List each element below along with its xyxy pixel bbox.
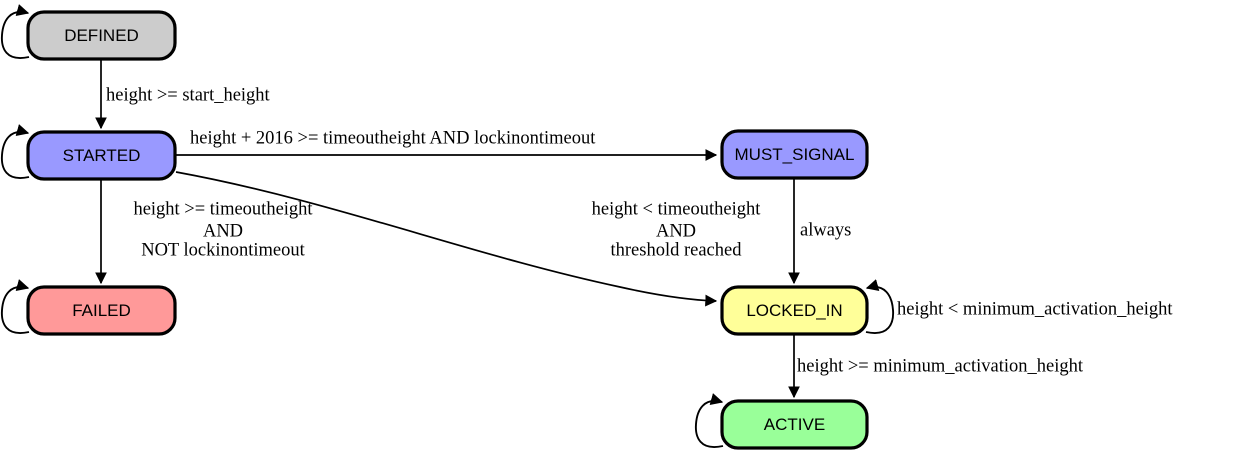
node-must-signal-shape[interactable] [720,129,869,180]
edge-label-started-to-failed-line1: height >= timeoutheight [133,199,313,219]
edge-label-started-to-failed-line2: AND [203,221,243,241]
node-started-shape[interactable] [26,130,177,181]
node-failed[interactable]: FAILED [26,285,177,336]
node-started-label: STARTED [63,146,141,165]
node-active-label: ACTIVE [764,415,825,434]
node-active[interactable]: ACTIVE [720,399,869,450]
edge-label-started-to-must-signal: height + 2016 >= timeoutheight AND locki… [190,128,596,148]
edge-label-started-to-locked-in: height < timeoutheight AND threshold rea… [592,199,762,260]
node-failed-shape[interactable] [26,285,177,336]
active-self-loop [694,393,724,448]
node-defined-shape[interactable] [26,10,177,61]
edge-label-locked-in-to-active: height >= minimum_activation_height [797,356,1084,376]
edge-label-started-to-locked-in-line3: threshold reached [611,240,743,260]
node-defined[interactable]: DEFINED [26,10,177,61]
node-must-signal-label: MUST_SIGNAL [735,145,855,164]
node-locked-in-label: LOCKED_IN [746,301,842,320]
edge-label-started-to-locked-in-line1: height < timeoutheight [592,199,762,219]
node-must-signal[interactable]: MUST_SIGNAL [720,129,869,180]
edge-started-to-locked-in [175,171,718,307]
edge-label-started-to-failed: height >= timeoutheight AND NOT lockinon… [133,199,313,260]
started-self-loop [0,124,30,179]
node-defined-label: DEFINED [64,26,139,45]
failed-self-loop [0,279,30,334]
edge-label-started-to-failed-line3: NOT lockinontimeout [141,240,305,260]
node-locked-in[interactable]: LOCKED_IN [720,285,869,336]
locked-in-self-loop [865,279,895,334]
node-failed-label: FAILED [72,301,131,320]
edge-label-must-signal-to-locked-in: always [800,220,851,240]
node-locked-in-shape[interactable] [720,285,869,336]
node-started[interactable]: STARTED [26,130,177,181]
edge-label-started-to-locked-in-line2: AND [656,221,696,241]
defined-self-loop [0,4,30,59]
edge-label-locked-in-self-loop: height < minimum_activation_height [897,299,1173,319]
node-active-shape[interactable] [720,399,869,450]
edge-label-defined-to-started: height >= start_height [106,85,271,105]
